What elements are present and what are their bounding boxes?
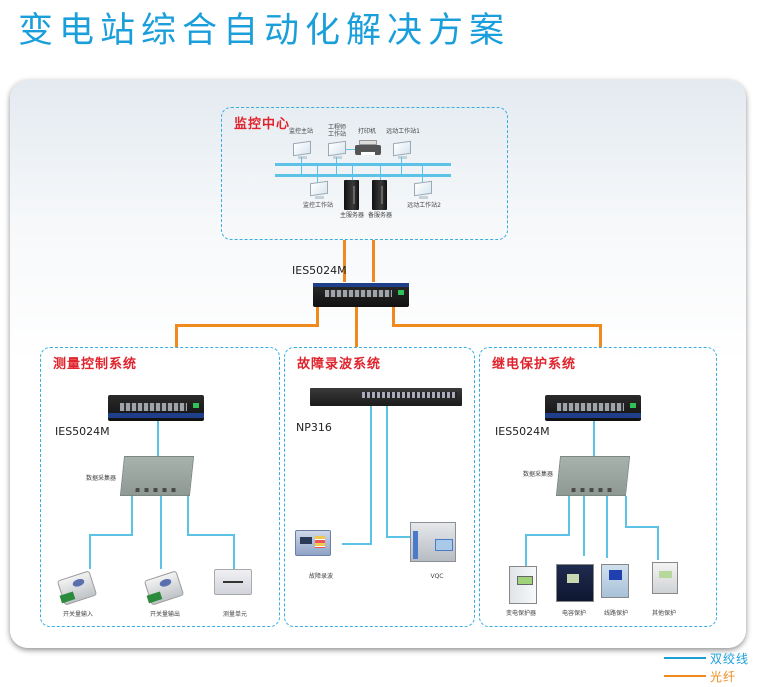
backup-server-icon[interactable] <box>372 180 387 210</box>
twisted-pair-link <box>625 526 659 528</box>
relay-protection-system-box: 继电保护系统 <box>479 347 717 627</box>
label-printer: 打印机 <box>357 128 377 135</box>
capacitor-protection-icon[interactable] <box>556 564 594 602</box>
label-backup-server: 备服务器 <box>367 212 393 219</box>
twisted-pair-link <box>233 534 235 569</box>
relay-switch-model-label: IES5024M <box>495 425 550 438</box>
device-label: 开关量输入 <box>62 611 94 618</box>
network-bus-bottom <box>275 174 451 177</box>
label-monitor-master: 监控主站 <box>288 128 314 135</box>
monitor-workstation-icon[interactable] <box>310 180 330 200</box>
twisted-pair-link <box>370 406 372 545</box>
link <box>352 163 353 183</box>
twisted-pair-link <box>525 534 570 536</box>
twisted-pair-link <box>160 496 162 569</box>
device-label: 开关量输出 <box>149 611 181 618</box>
main-server-icon[interactable] <box>344 180 359 210</box>
vqc-device-icon[interactable] <box>410 522 456 562</box>
link <box>422 163 423 183</box>
twisted-pair-link <box>593 421 595 461</box>
fiber-link <box>392 307 395 326</box>
twisted-pair-link <box>342 543 372 545</box>
link <box>317 163 318 183</box>
twisted-pair-link <box>187 496 189 536</box>
legend-label-twisted-pair: 双绞线 <box>710 652 750 666</box>
twisted-pair-link <box>606 496 608 558</box>
twisted-pair-link <box>89 534 133 536</box>
printer-icon[interactable] <box>355 140 381 156</box>
fault-recording-system-box: 故障录波系统 <box>284 347 475 627</box>
measurement-unit-icon[interactable] <box>214 569 252 595</box>
twisted-pair-link <box>525 534 527 566</box>
label-monitor-ws: 监控工作站 <box>302 202 334 209</box>
page-title: 变电站综合自动化解决方案 <box>18 11 511 51</box>
device-label: VQC <box>430 573 444 580</box>
label-engineer-ws: 工程师 工作站 <box>327 124 347 138</box>
monitor-center-title: 监控中心 <box>234 117 291 132</box>
twisted-pair-link <box>89 534 91 569</box>
measurement-control-system-box: 测量控制系统 <box>40 347 280 627</box>
link <box>301 157 302 177</box>
fiber-link <box>355 307 358 347</box>
label-telecontrol-ws2: 远动工作站2 <box>407 202 441 209</box>
line-protection-icon[interactable] <box>601 564 629 598</box>
relay-protection-system-title: 继电保护系统 <box>492 357 577 372</box>
fiber-link <box>392 324 602 327</box>
link <box>346 149 358 150</box>
twisted-pair-link <box>625 496 627 528</box>
telecontrol-workstation-1-icon[interactable] <box>393 140 413 160</box>
link <box>336 157 337 177</box>
monitor-master-workstation-icon[interactable] <box>293 140 313 160</box>
twisted-pair-link <box>386 406 388 538</box>
legend-line-twisted-pair <box>664 657 706 659</box>
link <box>401 157 402 177</box>
relay-collector-label: 数据采集器 <box>522 471 554 478</box>
twisted-pair-link <box>131 496 133 536</box>
measurement-control-system-title: 测量控制系统 <box>53 357 138 372</box>
device-label: 故障录波 <box>308 573 334 580</box>
np316-device-server-icon[interactable] <box>310 388 462 406</box>
twisted-pair-link <box>568 496 570 536</box>
relay-switch-ies5024m-icon[interactable] <box>545 395 641 421</box>
measurement-data-collector-icon[interactable] <box>119 456 195 496</box>
transformer-protection-icon[interactable] <box>509 566 537 604</box>
label-main-server: 主服务器 <box>339 212 365 219</box>
network-bus-top <box>275 163 451 166</box>
device-label: 线路保护 <box>603 610 629 617</box>
twisted-pair-link <box>187 534 235 536</box>
monitor-center-box: 监控中心 <box>221 107 508 240</box>
np316-model-label: NP316 <box>296 421 332 434</box>
device-label: 电容保护 <box>561 610 587 617</box>
fiber-link <box>316 307 319 326</box>
fiber-link <box>175 324 319 327</box>
fiber-link <box>372 240 375 282</box>
fiber-link <box>175 324 178 347</box>
legend-line-fiber <box>664 675 706 677</box>
measurement-collector-label: 数据采集器 <box>85 475 117 482</box>
engineer-workstation-icon[interactable] <box>328 140 348 160</box>
core-switch-ies5024m-icon[interactable] <box>313 283 409 307</box>
twisted-pair-link <box>583 496 585 556</box>
fiber-link <box>343 240 346 282</box>
device-label: 变电保护器 <box>505 610 537 617</box>
device-label: 其他保护 <box>651 610 677 617</box>
measurement-switch-ies5024m-icon[interactable] <box>108 395 204 421</box>
measurement-switch-model-label: IES5024M <box>55 425 110 438</box>
link <box>380 163 381 183</box>
other-protection-icon[interactable] <box>652 562 678 594</box>
fault-recorder-icon[interactable] <box>295 530 331 556</box>
device-label: 测量单元 <box>222 611 248 618</box>
twisted-pair-link <box>657 526 659 560</box>
legend-label-fiber: 光纤 <box>710 670 737 684</box>
twisted-pair-link <box>157 421 159 461</box>
core-switch-model-label: IES5024M <box>292 264 347 277</box>
fiber-link <box>599 324 602 347</box>
label-telecontrol-ws1: 远动工作站1 <box>386 128 420 135</box>
fault-recording-system-title: 故障录波系统 <box>297 357 382 372</box>
telecontrol-workstation-2-icon[interactable] <box>414 180 434 200</box>
twisted-pair-link <box>386 536 412 538</box>
relay-data-collector-icon[interactable] <box>555 456 631 496</box>
